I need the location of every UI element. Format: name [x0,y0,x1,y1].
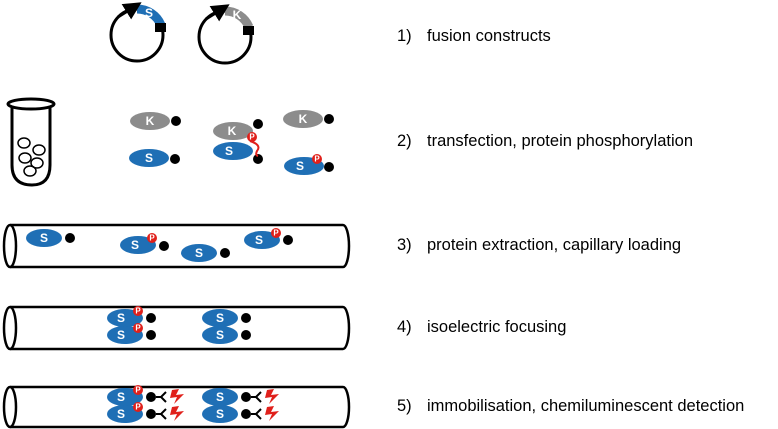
cap4-phospho-2: P [135,324,141,333]
cap5-substrate-3: S [216,390,224,404]
step-4-text: isoelectric focusing [427,318,567,336]
phospho-substrate-label: S [296,159,304,173]
step-3: 3) protein extraction, capillary loading [397,236,681,255]
cap5-substrate-1: S [117,390,125,404]
cap4-substrate-2: S [117,328,125,342]
step-2: 2) transfection, protein phosphorylation [397,132,693,151]
cell-tube [6,97,56,187]
cap4-substrate-1: S [117,311,125,325]
chemiluminescence-icon [170,389,279,421]
cap3-phospho-4: P [273,229,279,238]
step-2-text: transfection, protein phosphorylation [427,132,693,150]
kinase-protein-free: K [130,112,181,130]
capillary-focusing: S P S P S S [2,305,351,351]
step-5-text: immobilisation, chemiluminescent detecti… [427,397,745,415]
antibody-icon [156,391,262,420]
cap5-phospho-1: P [135,386,141,395]
phospho-substrate: S P [284,154,334,175]
cap3-substrate-4: S [255,233,263,247]
step-1: 1) fusion constructs [397,27,551,46]
cap3-phospho-2: P [149,234,155,243]
substrate-label: S [145,151,153,165]
cap3-substrate-2: S [131,238,139,252]
kinase-substrate-complex: K S P [213,119,263,164]
capillary-loading: S S P S S P [2,223,351,269]
complex-substrate-label: S [225,144,233,158]
cap3-substrate-1: S [40,231,48,245]
cap5-phospho-2: P [135,403,141,412]
released-kinase-label: K [299,112,308,126]
capillary-detection: S P S P S S [2,385,351,429]
cap4-substrate-3: S [216,311,224,325]
complex-phospho-label: P [249,133,255,142]
step-4-number: 4) [397,318,412,336]
step-4: 4) isoelectric focusing [397,318,566,337]
plasmid-substrate: S [109,2,166,63]
cap5-substrate-4: S [216,407,224,421]
step-2-number: 2) [397,132,412,150]
step-3-text: protein extraction, capillary loading [427,236,682,254]
cap5-substrate-2: S [117,407,125,421]
cap4-phospho-1: P [135,307,141,316]
step-5-number: 5) [397,397,412,415]
kinase-protein-released: K [283,110,334,128]
step-1-number: 1) [397,27,412,45]
plasmid-kinase: K [197,4,254,65]
step-1-text: fusion constructs [427,27,551,45]
cap4-substrate-4: S [216,328,224,342]
phospho-substrate-p: P [314,155,320,164]
plasmid-kinase-label: K [233,8,242,22]
plasmid-substrate-label: S [145,6,153,20]
kinase-label: K [146,114,155,128]
cap3-substrate-3: S [195,246,203,260]
complex-kinase-label: K [228,124,237,138]
step-3-number: 3) [397,236,412,254]
substrate-protein-free: S [129,149,180,167]
step-5: 5) immobilisation, chemiluminescent detec… [397,397,744,416]
